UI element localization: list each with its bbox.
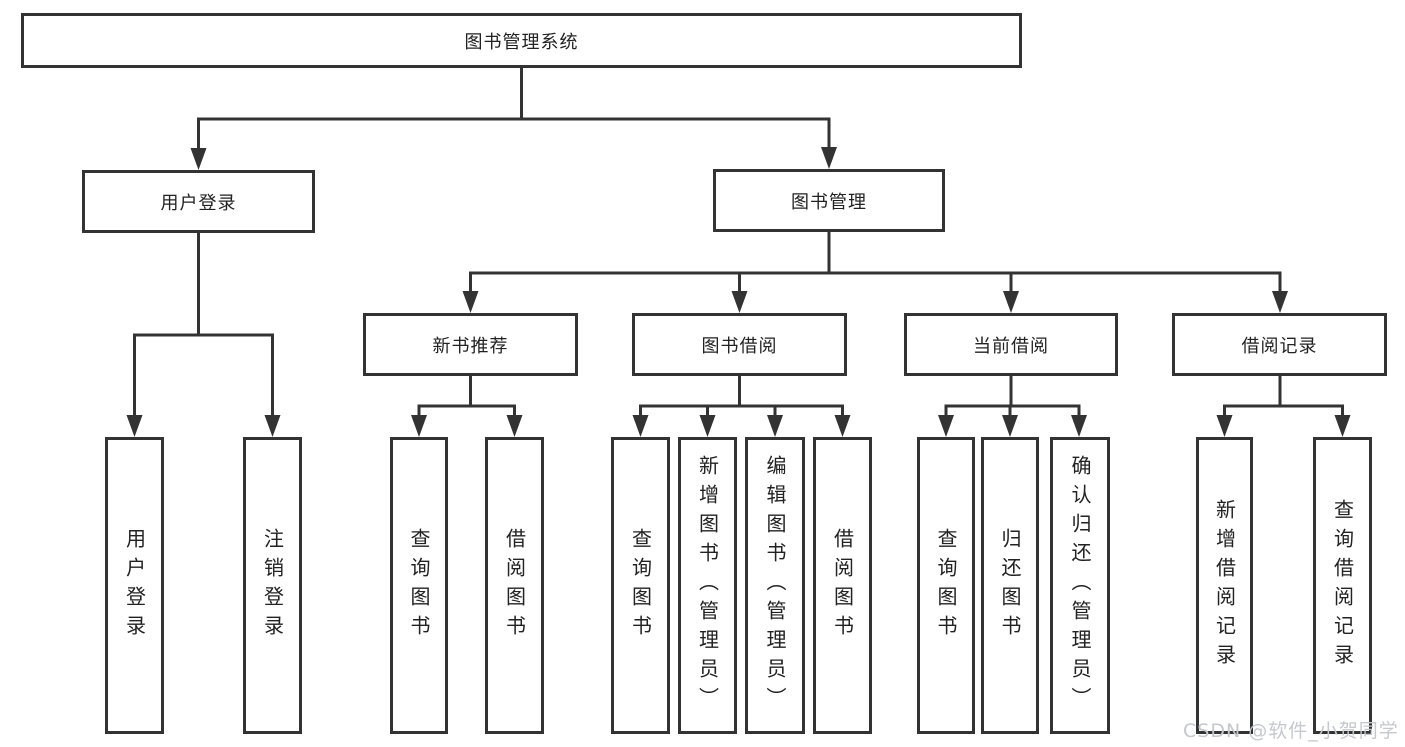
node-root-system: 图书管理系统 [21, 13, 1022, 68]
node-label: 借阅记录 [1241, 335, 1318, 357]
leaf-label: 查询图书 [407, 527, 431, 644]
node-label: 图书管理 [791, 191, 867, 213]
leaf-confirm-return-admin: 确认归还（管理员） [1050, 437, 1110, 734]
leaf-query-books-borrow: 查询图书 [611, 437, 670, 734]
leaf-label: 确认归还（管理员） [1068, 455, 1092, 716]
node-book-management: 图书管理 [713, 169, 945, 232]
leaf-user-login: 用户登录 [105, 437, 164, 734]
node-book-borrow: 图书借阅 [632, 313, 847, 376]
leaf-edit-book-admin: 编辑图书（管理员） [745, 437, 805, 734]
leaf-label: 查询图书 [628, 527, 653, 644]
leaf-query-books-current: 查询图书 [917, 437, 975, 734]
leaf-query-borrow-record: 查询借阅记录 [1313, 437, 1372, 734]
leaf-label: 新增图书（管理员） [695, 455, 720, 716]
node-user-login: 用户登录 [82, 170, 315, 233]
leaf-label: 查询图书 [934, 527, 958, 644]
leaf-borrow-books: 借阅图书 [813, 437, 872, 734]
leaf-label: 注销登录 [260, 527, 285, 644]
node-new-book-recommend: 新书推荐 [363, 313, 578, 376]
node-label: 用户登录 [160, 192, 237, 214]
leaf-query-books-recommend: 查询图书 [390, 437, 448, 734]
node-label: 图书借阅 [701, 335, 778, 357]
node-borrow-records: 借阅记录 [1172, 313, 1387, 376]
leaf-label: 查询借阅记录 [1330, 498, 1355, 673]
arrowheads [126, 147, 1351, 437]
leaf-add-book-admin: 新增图书（管理员） [678, 437, 737, 734]
node-label: 当前借阅 [973, 335, 1049, 357]
leaf-label: 借阅图书 [830, 527, 855, 644]
leaf-borrow-books-recommend: 借阅图书 [485, 437, 544, 734]
leaf-label: 编辑图书（管理员） [763, 455, 787, 716]
leaf-return-book: 归还图书 [981, 437, 1039, 734]
node-current-borrow: 当前借阅 [904, 313, 1118, 376]
node-label: 新书推荐 [432, 335, 509, 357]
leaf-logout: 注销登录 [243, 437, 302, 734]
leaf-label: 用户登录 [122, 527, 147, 644]
leaf-add-borrow-record: 新增借阅记录 [1196, 437, 1253, 734]
leaf-label: 新增借阅记录 [1212, 498, 1237, 673]
leaf-label: 归还图书 [998, 527, 1022, 644]
node-label: 图书管理系统 [464, 31, 579, 53]
csdn-watermark: CSDN @软件_小贺同学 [1183, 720, 1399, 742]
leaf-label: 借阅图书 [502, 527, 527, 644]
